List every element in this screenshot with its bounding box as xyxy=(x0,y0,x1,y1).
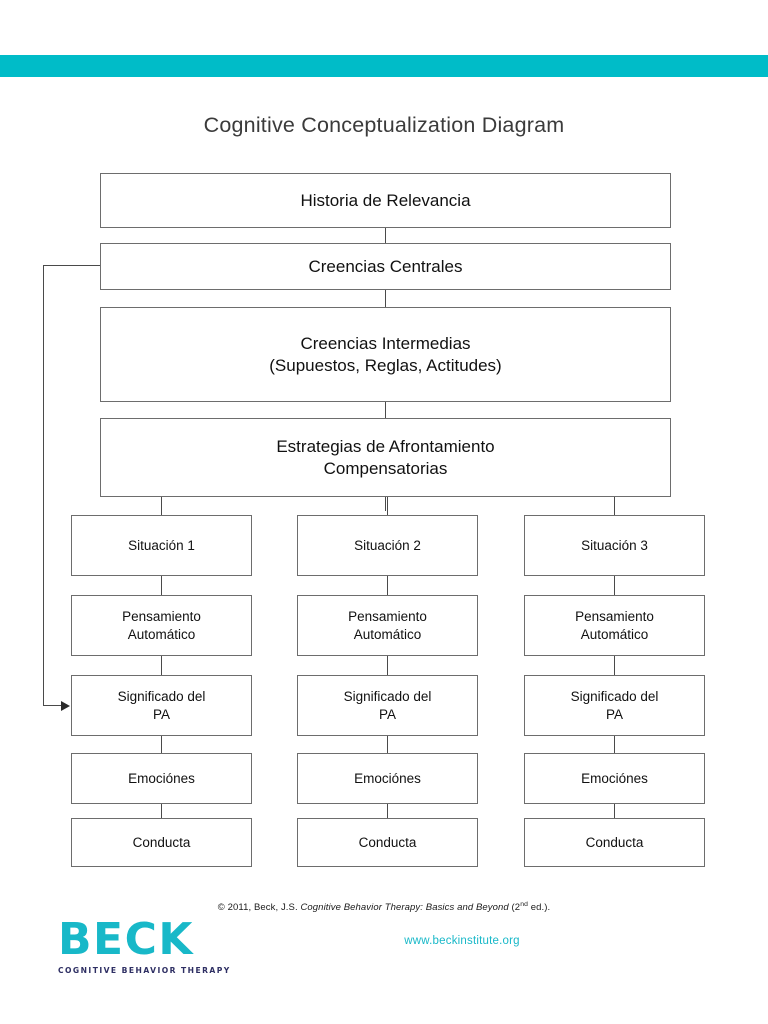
box-significado-3-line1: Significado del xyxy=(570,689,659,705)
box-conducta-1-label: Conducta xyxy=(132,834,191,850)
connector-pensamiento-1-to-significado-1 xyxy=(161,656,163,675)
connector-estrategias-to-situacion-3 xyxy=(614,497,616,515)
box-significado-pa-3[interactable]: Significado del PA xyxy=(524,675,705,736)
box-pensamiento-automatico-3[interactable]: Pensamiento Automático xyxy=(524,595,705,656)
box-creencias-centrales[interactable]: Creencias Centrales xyxy=(100,243,671,290)
feedback-loop-bottom-segment xyxy=(43,705,65,707)
box-emociones-1-label: Emociónes xyxy=(128,770,195,786)
box-pensamiento-2-line1: Pensamiento xyxy=(348,609,427,625)
box-significado-3-line2: PA xyxy=(605,706,623,722)
connector-pensamiento-3-to-significado-3 xyxy=(614,656,616,675)
connector-estrategias-to-situacion-1 xyxy=(161,497,163,515)
connector-estrategias-to-situacion-2 xyxy=(387,497,389,515)
box-emociones-2-label: Emociónes xyxy=(354,770,421,786)
box-estrategias-afrontamiento[interactable]: Estrategias de Afrontamiento Compensator… xyxy=(100,418,671,497)
connector-situacion-1-to-pensamiento-1 xyxy=(161,576,163,595)
beck-wordmark: BECK xyxy=(58,914,194,965)
connector-historia-to-centrales xyxy=(385,228,387,243)
box-situacion-2-label: Situación 2 xyxy=(354,537,421,553)
box-situacion-1[interactable]: Situación 1 xyxy=(71,515,252,576)
connector-significado-2-to-emociones-2 xyxy=(387,736,389,753)
box-creencias-intermedias-line2: (Supuestos, Reglas, Actitudes) xyxy=(269,355,502,375)
box-historia-de-relevancia[interactable]: Historia de Relevancia xyxy=(100,173,671,228)
connector-intermedias-to-estrategias xyxy=(385,402,387,418)
copyright-book-title: Cognitive Behavior Therapy: Basics and B… xyxy=(300,902,509,914)
copyright-suffix-post: ed.). xyxy=(527,902,551,914)
box-significado-pa-2[interactable]: Significado del PA xyxy=(297,675,478,736)
box-emociones-3-label: Emociónes xyxy=(581,770,648,786)
box-pensamiento-1-line1: Pensamiento xyxy=(122,609,201,625)
box-significado-2-line2: PA xyxy=(378,706,396,722)
box-creencias-centrales-label: Creencias Centrales xyxy=(308,256,463,276)
beck-institute-logo: BECK COGNITIVE BEHAVIOR THERAPY xyxy=(58,914,258,976)
copyright-suffix-pre: (2 xyxy=(508,902,521,914)
box-situacion-3[interactable]: Situación 3 xyxy=(524,515,705,576)
feedback-loop-vertical-segment xyxy=(43,265,45,706)
connector-centrales-to-intermedias xyxy=(385,290,387,307)
box-conducta-1[interactable]: Conducta xyxy=(71,818,252,867)
box-situacion-1-label: Situación 1 xyxy=(128,537,195,553)
copyright-prefix: © 2011, Beck, J.S. xyxy=(217,902,301,914)
connector-significado-1-to-emociones-1 xyxy=(161,736,163,753)
box-emociones-1[interactable]: Emociónes xyxy=(71,753,252,804)
box-historia-label: Historia de Relevancia xyxy=(300,190,471,210)
website-url-link[interactable]: www.beckinstitute.org xyxy=(404,935,520,947)
box-situacion-3-label: Situación 3 xyxy=(581,537,648,553)
box-pensamiento-automatico-1[interactable]: Pensamiento Automático xyxy=(71,595,252,656)
box-estrategias-line2: Compensatorias xyxy=(323,458,448,478)
copyright-edition-superscript: nd xyxy=(520,901,528,908)
box-estrategias-line1: Estrategias de Afrontamiento xyxy=(276,436,495,456)
connector-emociones-1-to-conducta-1 xyxy=(161,804,163,818)
copyright-notice: © 2011, Beck, J.S. Cognitive Behavior Th… xyxy=(0,901,768,913)
box-pensamiento-1-line2: Automático xyxy=(127,626,196,642)
box-conducta-3[interactable]: Conducta xyxy=(524,818,705,867)
connector-pensamiento-2-to-significado-2 xyxy=(387,656,389,675)
top-accent-band xyxy=(0,55,768,77)
box-pensamiento-automatico-2[interactable]: Pensamiento Automático xyxy=(297,595,478,656)
box-significado-1-line2: PA xyxy=(152,706,170,722)
connector-situacion-2-to-pensamiento-2 xyxy=(387,576,389,595)
box-pensamiento-3-line1: Pensamiento xyxy=(575,609,654,625)
box-emociones-3[interactable]: Emociónes xyxy=(524,753,705,804)
connector-emociones-3-to-conducta-3 xyxy=(614,804,616,818)
box-conducta-3-label: Conducta xyxy=(585,834,644,850)
connector-estrategias-stem xyxy=(385,497,387,511)
box-significado-pa-1[interactable]: Significado del PA xyxy=(71,675,252,736)
feedback-loop-top-segment xyxy=(43,265,101,267)
box-creencias-intermedias[interactable]: Creencias Intermedias (Supuestos, Reglas… xyxy=(100,307,671,402)
box-conducta-2-label: Conducta xyxy=(358,834,417,850)
box-significado-2-line1: Significado del xyxy=(343,689,432,705)
box-situacion-2[interactable]: Situación 2 xyxy=(297,515,478,576)
feedback-loop-arrowhead xyxy=(61,701,70,711)
page-title: Cognitive Conceptualization Diagram xyxy=(203,113,565,137)
box-significado-1-line1: Significado del xyxy=(117,689,206,705)
connector-significado-3-to-emociones-3 xyxy=(614,736,616,753)
box-creencias-intermedias-line1: Creencias Intermedias xyxy=(300,333,471,353)
box-conducta-2[interactable]: Conducta xyxy=(297,818,478,867)
beck-tagline: COGNITIVE BEHAVIOR THERAPY xyxy=(58,966,231,975)
box-emociones-2[interactable]: Emociónes xyxy=(297,753,478,804)
box-pensamiento-3-line2: Automático xyxy=(580,626,649,642)
box-pensamiento-2-line2: Automático xyxy=(353,626,422,642)
connector-emociones-2-to-conducta-2 xyxy=(387,804,389,818)
connector-situacion-3-to-pensamiento-3 xyxy=(614,576,616,595)
